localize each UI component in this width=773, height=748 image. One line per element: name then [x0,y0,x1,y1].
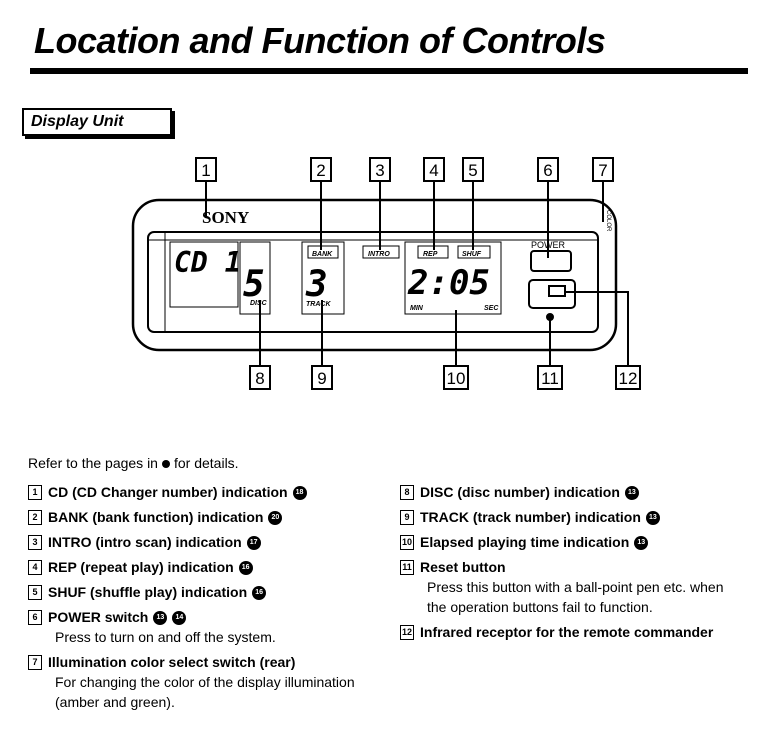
item-description: Press this button with a ball-point pen … [427,579,724,615]
page-ref-badge: 16 [238,561,253,576]
callout-1: 1 [201,161,210,180]
page-ref-badge: 17 [246,536,261,551]
disc-digit: 5 [243,264,265,305]
list-item: 1 CD (CD Changer number) indication 18 [28,482,373,502]
list-item: 9 TRACK (track number) indication 13 [400,507,745,527]
left-item-list: 1 CD (CD Changer number) indication 18 2 BAN… [28,482,373,717]
reset-button [546,313,554,321]
callout-9: 9 [317,369,326,388]
page-ref-badge: 18 [292,486,307,501]
item-number-box: 9 [400,510,414,525]
item-number-box: 5 [28,585,42,600]
intro-label: INTRO [368,251,390,258]
callout-2: 2 [316,161,325,180]
page-title: Location and Function of Controls [34,20,606,61]
item-label: Infrared receptor for the remote command… [420,624,714,640]
item-number-box: 12 [400,625,414,640]
callout-4: 4 [429,161,438,180]
item-number-box: 8 [400,485,414,500]
item-number-box: 6 [28,610,42,625]
item-number-box: 11 [400,560,414,575]
item-label: TRACK (track number) indication [420,509,641,525]
page-ref-badge: 20 [268,511,283,526]
list-item: 12 Infrared receptor for the remote comma… [400,622,745,642]
min-label: MIN [410,305,424,312]
display-unit-diagram: 1 2 3 4 5 6 7 8 9 10 11 12 SONY CD 1 5 3… [131,157,641,390]
side-switch-label: COLOR [605,210,611,232]
page-ref-badge: 16 [252,586,267,601]
power-label: POWER [531,240,566,250]
item-number-box: 2 [28,510,42,525]
callout-10: 10 [447,369,466,388]
brand-logo: SONY [202,208,249,227]
cd-indication: CD 1 [174,246,241,279]
item-number-box: 7 [28,655,42,670]
list-item: 7 Illumination color select switch (rear)… [28,652,373,712]
callout-11: 11 [541,369,559,388]
callout-8: 8 [255,369,264,388]
item-label: CD (CD Changer number) indication [48,484,288,500]
list-item: 10 Elapsed playing time indication 13 [400,532,745,552]
item-label: Illumination color select switch (rear) [48,654,296,670]
item-label: Elapsed playing time indication [420,534,630,550]
list-item: 2 BANK (bank function) indication 20 [28,507,373,527]
shuf-label: SHUF [462,251,482,258]
callout-5: 5 [468,161,477,180]
page-ref-badge: 13 [645,511,660,526]
list-item: 3 INTRO (intro scan) indication 17 [28,532,373,552]
page-ref-badge: 13 [624,486,639,501]
page-bullet-icon [161,460,170,469]
list-item: 4 REP (repeat play) indication 16 [28,557,373,577]
item-label: SHUF (shuffle play) indication [48,584,248,600]
item-description: Press to turn on and off the system. [55,629,276,645]
callout-12: 12 [619,369,638,388]
item-label: Reset button [420,559,506,575]
cd-window [169,241,239,308]
infrared-receptor [548,285,566,297]
rep-label: REP [423,251,438,258]
sec-label: SEC [484,305,499,312]
item-label: DISC (disc number) indication [420,484,620,500]
item-number-box: 1 [28,485,42,500]
item-label: INTRO (intro scan) indication [48,534,242,550]
unit-housing [131,198,618,352]
callout-6: 6 [543,161,552,180]
item-number-box: 4 [28,560,42,575]
elapsed-time: 2:05 [407,263,490,303]
list-item: 8 DISC (disc number) indication 13 [400,482,745,502]
item-number-box: 3 [28,535,42,550]
item-label: POWER switch [48,609,149,625]
callout-7: 7 [598,161,607,180]
list-item: 5 SHUF (shuffle play) indication 16 [28,582,373,602]
right-item-list: 8 DISC (disc number) indication 13 9 TRACK (… [400,482,745,647]
item-label: REP (repeat play) indication [48,559,234,575]
reset-button-frame [528,279,576,309]
title-rule [30,68,748,74]
track-label: TRACK [306,301,331,308]
bank-label: BANK [312,251,333,258]
display-panel [147,231,599,333]
section-label: Display Unit [22,108,172,136]
callout-3: 3 [375,161,384,180]
item-number-box: 10 [400,535,414,550]
disc-label: DISC [250,300,268,307]
page-ref-badge: 13 [634,536,649,551]
page-ref-badge: 14 [172,611,187,626]
page-ref-badge: 13 [153,611,168,626]
track-digit: 3 [305,264,328,305]
power-button [530,250,572,272]
item-description: For changing the color of the display il… [55,674,355,710]
bank-indicator [307,245,339,259]
item-label: BANK (bank function) indication [48,509,264,525]
